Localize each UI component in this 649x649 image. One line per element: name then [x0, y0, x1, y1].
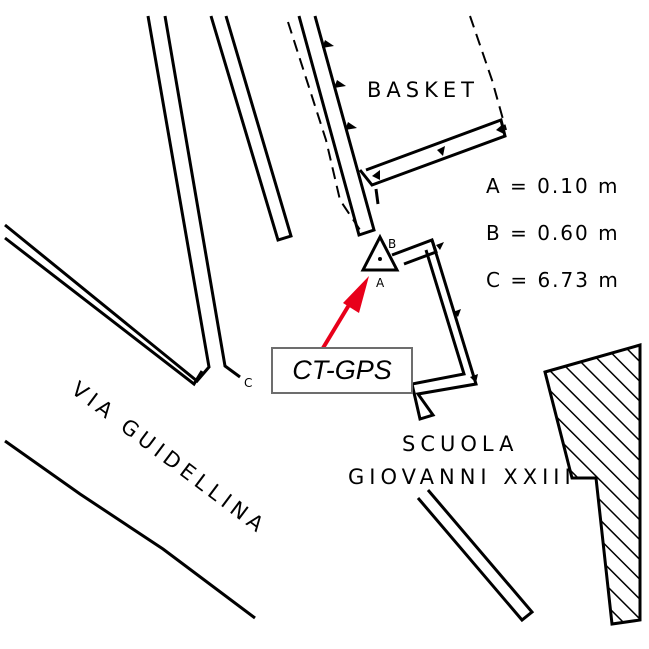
basket-label: BASKET	[367, 78, 479, 102]
point-b-label: B	[388, 237, 396, 251]
school-name-line2: GIOVANNI XXIII	[348, 465, 576, 489]
wall-tick-marks	[322, 40, 504, 383]
red-arrow	[321, 276, 369, 350]
school-wall	[391, 238, 478, 421]
hatched-building	[543, 343, 642, 626]
survey-marker-triangle	[360, 233, 400, 272]
legend-item-c: C = 6.73 m	[486, 268, 620, 292]
school-name-line1: SCUOLA	[402, 432, 518, 456]
lower-wall	[416, 489, 535, 623]
point-a-label: A	[376, 276, 385, 290]
legend-item-b: B = 0.60 m	[486, 221, 620, 245]
basket-dashed-boundary	[287, 15, 507, 231]
street-name: VIA GUIDELLINA	[67, 377, 272, 540]
legend-item-a: A = 0.10 m	[486, 174, 620, 198]
point-c-label: C	[244, 376, 252, 390]
road-boundary-lines	[4, 15, 293, 620]
basket-court-walls	[297, 15, 507, 237]
station-tag: CT-GPS	[271, 347, 413, 394]
